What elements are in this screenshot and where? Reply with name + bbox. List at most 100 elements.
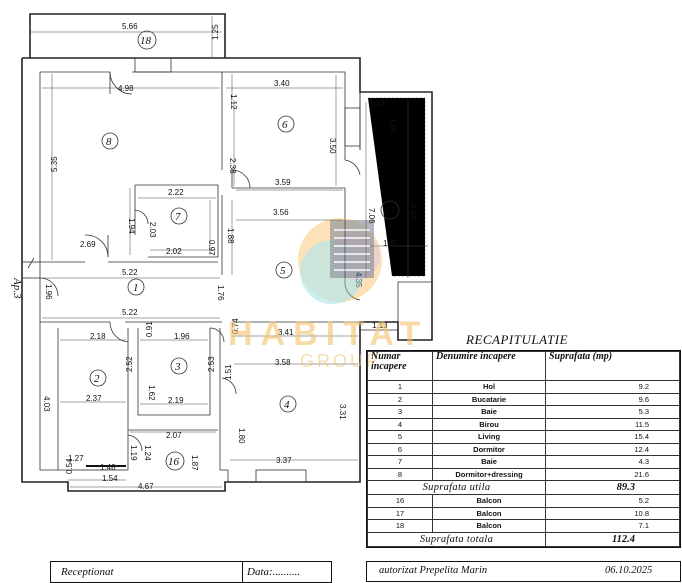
room-2-number: 2 xyxy=(94,373,100,385)
dim-124: 1.24 xyxy=(143,445,152,461)
room-3-marker xyxy=(170,357,188,375)
recap-title: RECAPITULATIE xyxy=(466,332,569,347)
cell-name: Bucatarie xyxy=(432,392,546,406)
dimension-lines xyxy=(30,16,428,488)
dim-119: 1.19 xyxy=(129,445,138,461)
room-17-number: 17 xyxy=(383,205,395,217)
dim-097: 0.97 xyxy=(207,240,216,256)
dim-185: 1.85 xyxy=(383,239,399,248)
cell-name: Birou xyxy=(432,417,546,431)
apartment-label: Ap.3 xyxy=(11,277,23,299)
room-4-marker xyxy=(279,395,297,413)
usable-area-value: 89.3 xyxy=(545,480,680,495)
cell-number: 7 xyxy=(367,455,433,469)
dim-566: 5.66 xyxy=(122,22,138,31)
cell-number: 6 xyxy=(367,442,433,456)
dim-253: 2.53 xyxy=(207,356,216,372)
cell-name: Dormitor+dressing xyxy=(432,467,546,481)
cell-area: 11.5 xyxy=(545,417,680,431)
dim-467: 4.67 xyxy=(138,482,154,491)
cell-area: 15.4 xyxy=(545,430,680,444)
header-room-number: Numar incapere xyxy=(367,351,433,381)
room-6-number: 6 xyxy=(282,119,288,131)
dim-359: 3.59 xyxy=(275,178,291,187)
dim-203: 2.03 xyxy=(148,222,157,238)
dim-522a: 5.22 xyxy=(122,268,138,277)
cell-name: Balcon xyxy=(432,494,546,508)
room-6-marker xyxy=(277,115,295,133)
dim-222: 2.22 xyxy=(168,188,184,197)
room-1-number: 1 xyxy=(133,282,139,294)
dim-125: 1.25 xyxy=(211,24,220,40)
cell-number: 16 xyxy=(367,494,433,508)
cell-area: 4.3 xyxy=(545,455,680,469)
dim-358: 3.58 xyxy=(275,358,291,367)
dim-706: 7.06 xyxy=(367,208,376,224)
dimension-labels: 5.66 1.25 4.98 5.35 3.40 1.12 3.50 1.13 … xyxy=(42,22,418,491)
doors xyxy=(27,71,361,452)
dim-238: 2.38 xyxy=(228,158,237,174)
room-17-marker xyxy=(380,200,400,220)
dim-269: 2.69 xyxy=(80,240,96,249)
dim-074: 0.74 xyxy=(231,318,240,334)
room-18-marker xyxy=(137,30,157,50)
dim-196b: 1.96 xyxy=(174,332,190,341)
dim-054: 0.54 xyxy=(65,458,74,474)
dim-522b: 5.22 xyxy=(122,308,138,317)
room-5-number: 5 xyxy=(280,265,286,277)
cell-area: 21.6 xyxy=(545,467,680,481)
cell-area: 9.6 xyxy=(545,392,680,406)
cell-area: 5.3 xyxy=(545,405,680,419)
dim-151: 1.51 xyxy=(224,364,233,380)
dim-127: 1.27 xyxy=(68,454,84,463)
cell-area: 5.2 xyxy=(545,494,680,508)
header-area: Suprafata (mp) xyxy=(545,351,680,381)
dim-435: 4.35 xyxy=(354,272,363,288)
usable-area-label: Suprafata utila xyxy=(367,480,546,495)
total-area-label: Suprafata totala xyxy=(367,531,546,547)
dim-535: 5.35 xyxy=(50,156,59,172)
room-1-marker xyxy=(127,278,145,296)
room-7-number: 7 xyxy=(175,211,181,223)
room-16-marker xyxy=(165,451,185,471)
dim-112: 1.12 xyxy=(229,94,238,110)
dim-113b: 1.13 xyxy=(372,321,388,330)
dim-337: 3.37 xyxy=(276,456,292,465)
cell-area: 7.1 xyxy=(545,519,680,533)
received-box: Receptionat xyxy=(50,561,243,583)
dim-148: 1.48 xyxy=(100,463,116,472)
dim-202: 2.02 xyxy=(166,247,182,256)
cell-number: 2 xyxy=(367,392,433,406)
header-room-name: Denumire incapere xyxy=(432,351,546,381)
dim-350: 3.50 xyxy=(328,138,337,154)
cell-name: Balcon xyxy=(432,506,546,520)
cell-number: 1 xyxy=(367,380,433,394)
dim-154: 1.54 xyxy=(102,474,118,483)
room-18-number: 18 xyxy=(140,35,152,47)
dim-498: 4.98 xyxy=(118,84,134,93)
room-number-labels: 8 6 7 5 1 2 3 4 18 17 16 Ap.3 xyxy=(11,35,395,468)
dim-194: 1.94 xyxy=(127,218,136,234)
dim-218: 2.18 xyxy=(90,332,106,341)
recap-header-row: Numar incapere Denumire incapere Suprafa… xyxy=(367,351,680,381)
dim-403: 4.03 xyxy=(42,396,51,412)
cell-area: 12.4 xyxy=(545,442,680,456)
dim-340: 3.40 xyxy=(274,79,290,88)
cell-number: 18 xyxy=(367,519,433,533)
dim-219: 2.19 xyxy=(168,396,184,405)
cell-number: 8 xyxy=(367,467,433,481)
cell-number: 5 xyxy=(367,430,433,444)
room-5-marker xyxy=(275,261,293,279)
dim-207: 2.07 xyxy=(166,431,182,440)
date-box: Data:.......... xyxy=(242,561,332,583)
dim-091: 0.91 xyxy=(145,321,154,337)
cell-number: 3 xyxy=(367,405,433,419)
room-7-marker xyxy=(170,207,188,225)
